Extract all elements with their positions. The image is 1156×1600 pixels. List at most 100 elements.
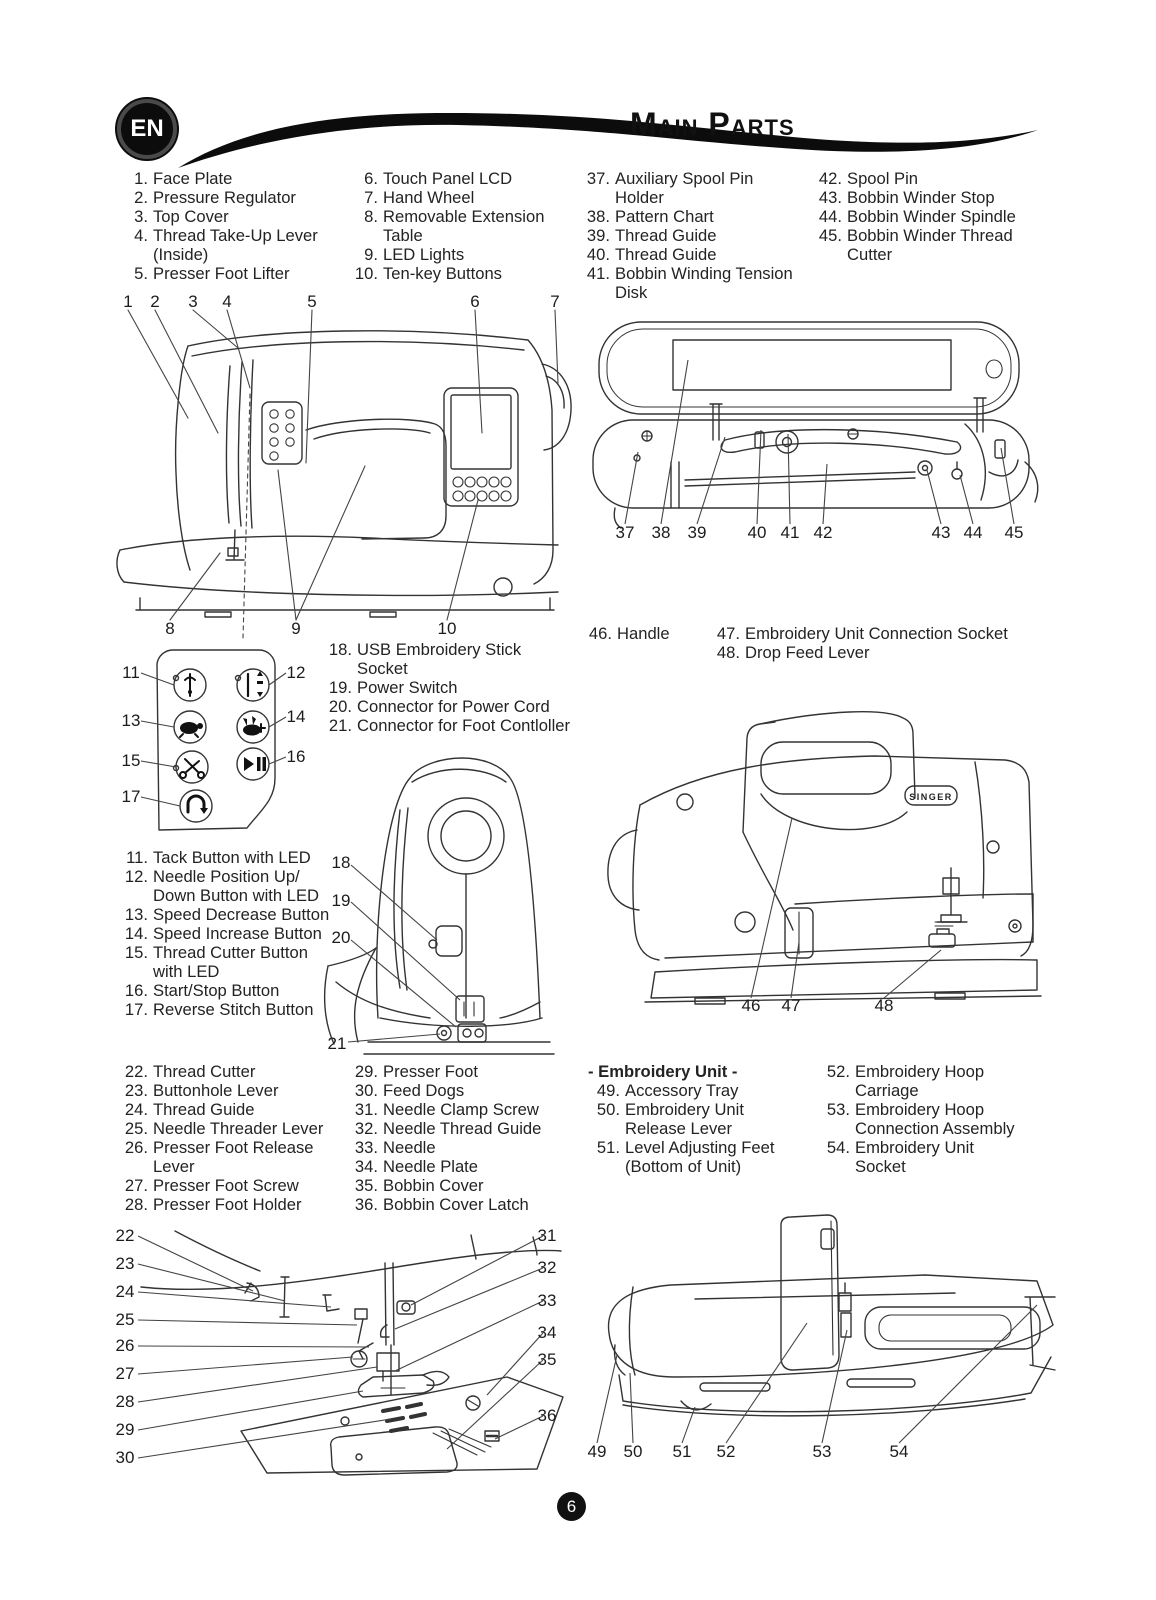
list-item: 1.Face Plate [134, 169, 233, 188]
list-item: 31.Needle Clamp Screw [354, 1100, 539, 1119]
leader-lines [347, 864, 461, 1043]
needle-thread-guide-shape [379, 1324, 390, 1338]
touch-panel-lcd [443, 387, 519, 507]
language-badge: EN [117, 99, 177, 159]
leader-lines [596, 1304, 1038, 1444]
list-item: 5.Presser Foot Lifter [134, 264, 290, 283]
embroidery-socket-slot [784, 907, 814, 959]
button-panel-diagram [140, 649, 287, 831]
list-item: 54.Embroidery Unit Socket [826, 1138, 974, 1176]
top-view-diagram [592, 321, 1039, 529]
list-item: 52.Embroidery Hoop Carriage [826, 1062, 985, 1100]
play-pause-icon [244, 757, 266, 771]
hoop-carriage-shape [780, 1214, 840, 1371]
feed-dogs-shape [381, 1402, 427, 1433]
leader-lines [127, 309, 559, 639]
list-item: 30.Feed Dogs [354, 1081, 465, 1100]
singer-logo: SINGER [904, 785, 958, 806]
list-item: 22.Thread Cutter [124, 1062, 256, 1081]
embroidery-unit-heading: - Embroidery Unit - [588, 1062, 738, 1081]
list-item: 10.Ten-key Buttons [354, 264, 502, 283]
handle-shape [742, 711, 916, 931]
callout-27: 27 [115, 1364, 135, 1383]
callout-22: 22 [115, 1226, 135, 1245]
presser-foot-shape [357, 1370, 450, 1398]
list-item: 46.Handle [588, 624, 670, 643]
list-item: 27.Presser Foot Screw [124, 1176, 299, 1195]
list-item: 3.Top Cover [134, 207, 229, 226]
list-item: 35.Bobbin Cover [354, 1176, 484, 1195]
spool-pin-right-shape [973, 397, 987, 433]
list-item: 42.Spool Pin [818, 169, 919, 188]
list-item: 23.Buttonhole Lever [124, 1081, 279, 1100]
needle-clamp-screw-shape [396, 1300, 416, 1315]
ten-key-buttons [452, 476, 512, 502]
led-dot [172, 674, 180, 682]
leader-lines [750, 817, 942, 999]
callout-30: 30 [115, 1448, 135, 1467]
bobbin-cover-latch-shape [484, 1430, 500, 1442]
needle-threader-shape [354, 1308, 368, 1344]
bobbin-cover-shape [329, 1426, 492, 1476]
hand-wheel-shape [541, 363, 572, 451]
needle-updown-icon [246, 671, 263, 698]
back-view-diagram [323, 757, 555, 1055]
callout-25: 25 [115, 1310, 135, 1329]
list-item: 15.Thread Cutter Button with LED [124, 943, 308, 981]
callout-29: 29 [115, 1420, 135, 1439]
leader-lines [137, 1235, 544, 1459]
list-item: 48.Drop Feed Lever [716, 643, 870, 662]
page-title: Main Parts [630, 106, 795, 142]
list-item: 53.Embroidery Hoop Connection Assembly [826, 1100, 1015, 1138]
parts-list-46: 46.Handle [582, 624, 707, 643]
bobbin-winder-shapes [917, 439, 1019, 480]
list-item: 19.Power Switch [328, 678, 458, 697]
function-buttons-mini [269, 409, 295, 461]
leader-lines [624, 359, 1015, 525]
foot-controller-jack-shape [436, 1025, 452, 1041]
list-item: 36.Bobbin Cover Latch [354, 1195, 529, 1214]
list-item: 33.Needle [354, 1138, 436, 1157]
list-item: 26.Presser Foot Release Lever [124, 1138, 314, 1176]
hoop-connection-shape [838, 1282, 852, 1338]
list-item: 12.Needle Position Up/ Down Button with … [124, 867, 320, 905]
reverse-arrow-icon [186, 794, 208, 814]
page-number-badge: 6 [557, 1492, 586, 1521]
list-item: 49.Accessory Tray [596, 1081, 739, 1100]
power-switch-shape [455, 995, 485, 1023]
callout-28: 28 [115, 1392, 135, 1411]
hand-wheel-bulge [607, 829, 640, 911]
list-item: 4.Thread Take-Up Lever (Inside) [134, 226, 318, 264]
list-item: 9.LED Lights [364, 245, 465, 264]
presser-foot-screw-shape [350, 1350, 368, 1368]
callout-24: 24 [115, 1282, 135, 1301]
list-item: 6.Touch Panel LCD [364, 169, 513, 188]
list-item: 38.Pattern Chart [586, 207, 714, 226]
speed-increase-button [236, 710, 270, 744]
tack-needle-icon [184, 673, 196, 697]
adjusting-foot-shape [680, 1400, 712, 1411]
led-dot [172, 764, 180, 772]
list-item: 13.Speed Decrease Button [124, 905, 330, 924]
front-view-diagram [116, 309, 572, 639]
thread-guide-shape [322, 1294, 340, 1312]
list-item: 45.Bobbin Winder Thread Cutter [818, 226, 1013, 264]
hand-wheel-shape [427, 797, 505, 875]
list-item: 43.Bobbin Winder Stop [818, 188, 995, 207]
header-swoosh [178, 112, 1038, 168]
list-item: 29.Presser Foot [354, 1062, 478, 1081]
list-item: 34.Needle Plate [354, 1157, 479, 1176]
list-item: 17.Reverse Stitch Button [124, 1000, 314, 1019]
embroidery-unit-diagram [596, 1214, 1056, 1444]
list-item: 39.Thread Guide [586, 226, 717, 245]
callout-23: 23 [115, 1254, 135, 1273]
thread-guide-shape [754, 431, 765, 449]
list-item: 37.Auxiliary Spool Pin Holder [586, 169, 754, 207]
pattern-chart-shape [672, 339, 952, 391]
